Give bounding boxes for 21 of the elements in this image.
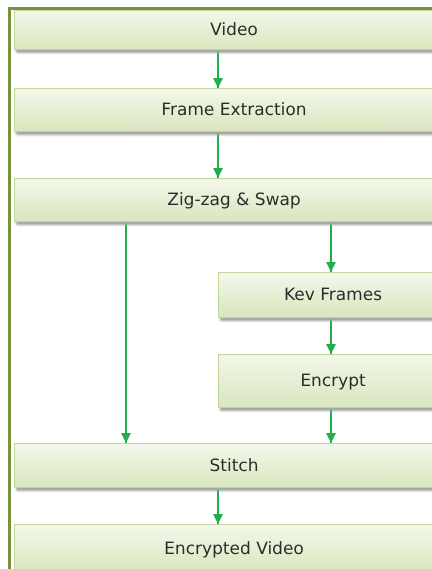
arrow — [213, 132, 223, 178]
box-label: Kev Frames — [284, 285, 382, 305]
process-box — [218, 272, 432, 318]
arrow — [326, 408, 336, 443]
arrow — [326, 318, 336, 354]
box-label: Frame Extraction — [161, 100, 307, 120]
box-label: Encrypted Video — [164, 539, 304, 559]
process-box — [218, 354, 432, 408]
arrow — [326, 222, 336, 272]
box-label: Zig-zag & Swap — [167, 190, 301, 210]
process-box — [14, 443, 432, 488]
process-box — [14, 88, 432, 132]
process-box — [14, 10, 432, 50]
process-box — [14, 524, 432, 569]
box-label: Encrypt — [300, 371, 366, 391]
box-label: Video — [210, 20, 258, 40]
box-label: Stitch — [210, 456, 258, 476]
arrow — [213, 50, 223, 88]
arrow — [121, 222, 131, 443]
process-box — [14, 178, 432, 222]
arrow — [213, 488, 223, 524]
